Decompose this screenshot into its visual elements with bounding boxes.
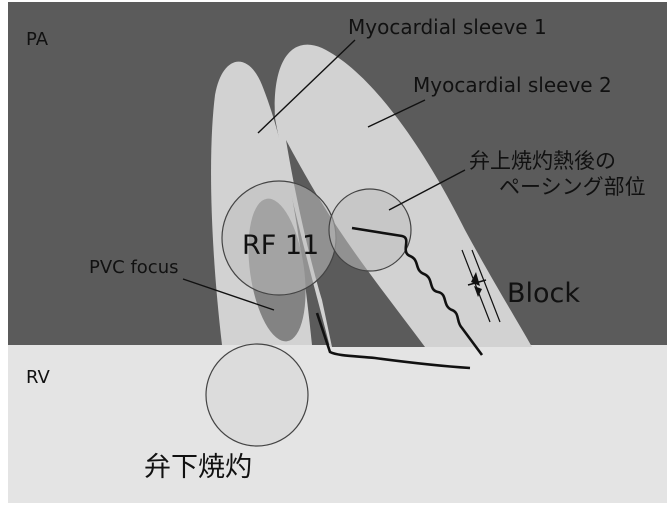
myocardial-sleeve-2-label: Myocardial sleeve 2 (413, 75, 612, 95)
pacing-site-label-line1: 弁上焼灼熱後の (469, 148, 646, 174)
below-valve-ablation-label: 弁下焼灼 (144, 454, 252, 481)
pa-label: PA (26, 31, 48, 49)
myocardial-sleeve-1-label: Myocardial sleeve 1 (348, 17, 547, 37)
rv-label: RV (26, 369, 50, 387)
rv-region (8, 345, 667, 503)
rf11-label: RF 11 (242, 232, 319, 259)
below-valve-ablation-circle (206, 344, 308, 446)
pacing-site-label-line2: ペーシング部位 (499, 174, 646, 200)
pacing-site-label: 弁上焼灼熱後の ペーシング部位 (469, 148, 646, 201)
block-label: Block (507, 280, 580, 307)
pvc-focus-label: PVC focus (89, 259, 179, 277)
